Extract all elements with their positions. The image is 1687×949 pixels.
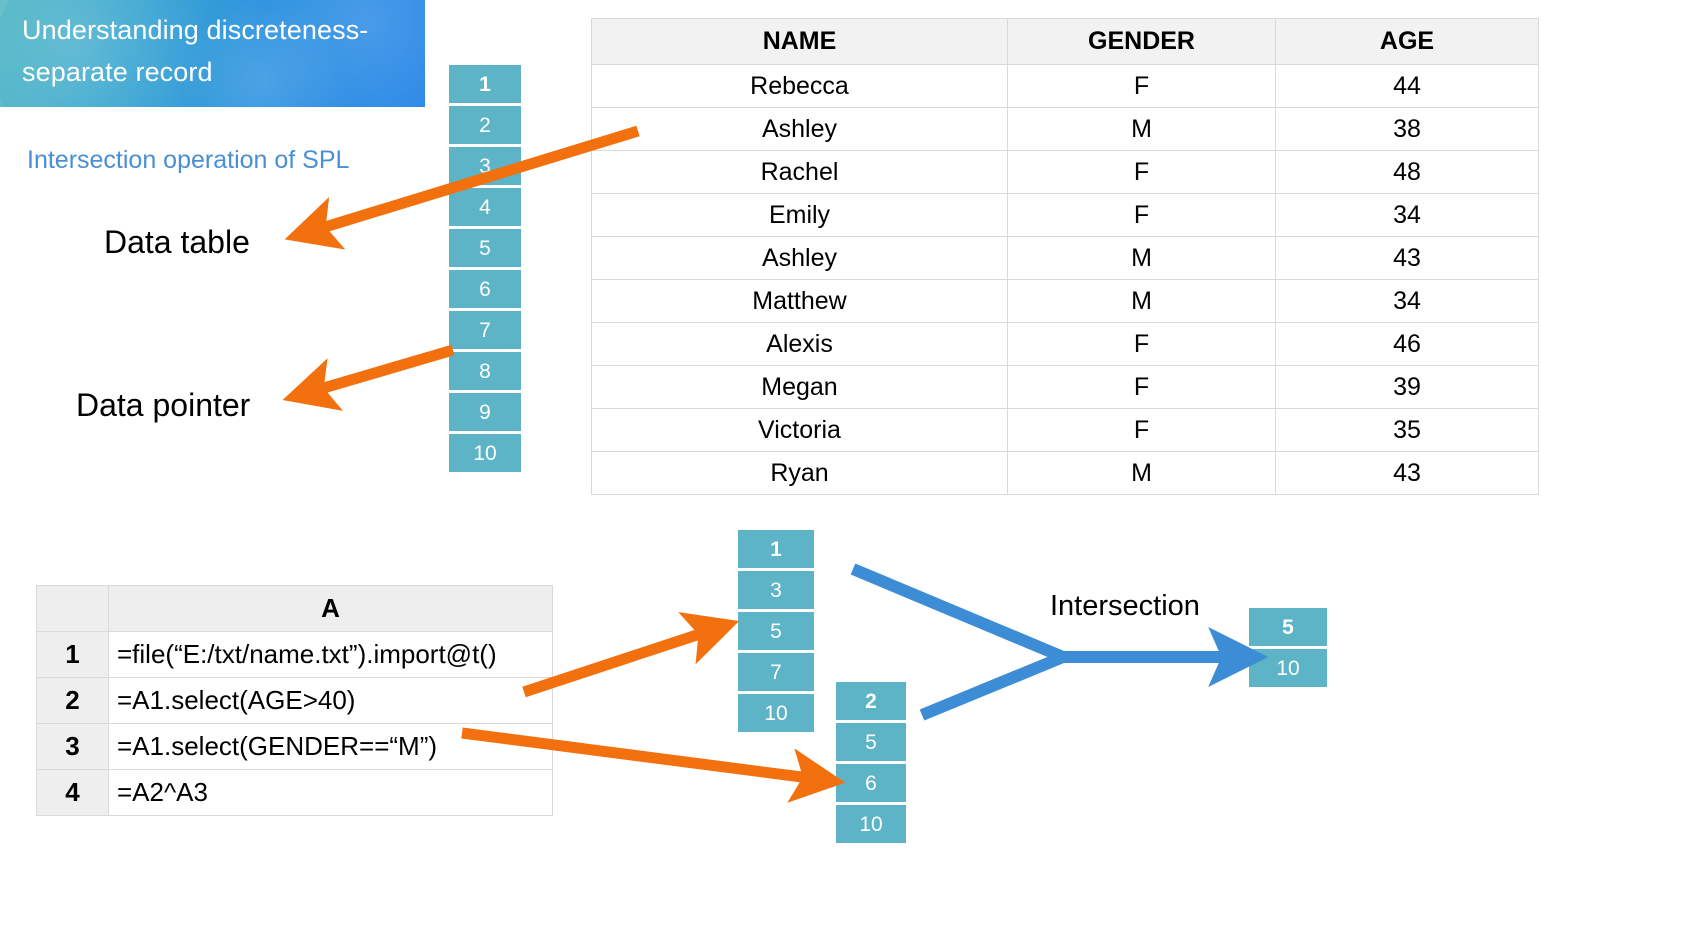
cell-age: 43 xyxy=(1275,236,1539,280)
spl-row-index: 3 xyxy=(36,723,109,770)
cell-gender: F xyxy=(1007,150,1276,194)
cell-name: Megan xyxy=(591,365,1008,409)
cell-name: Ashley xyxy=(591,107,1008,151)
select-age-result-cell: 3 xyxy=(738,571,814,609)
spl-cell-a3[interactable]: =A1.select(GENDER==“M”) xyxy=(108,723,553,770)
label-data-pointer: Data pointer xyxy=(76,387,251,423)
select-gender-result-cell: 2 xyxy=(836,682,906,720)
record-index-cell: 9 xyxy=(449,393,521,431)
cell-gender: M xyxy=(1007,279,1276,323)
arrow-to-data-pointer xyxy=(282,344,455,411)
select-gender-result-cell: 5 xyxy=(836,723,906,761)
select-age-result-cell: 1 xyxy=(738,530,814,568)
cell-name: Emily xyxy=(591,193,1008,237)
select-age-result-cell: 7 xyxy=(738,653,814,691)
cell-gender: F xyxy=(1007,193,1276,237)
record-index-cell: 5 xyxy=(449,229,521,267)
table-header-row: NAME GENDER AGE xyxy=(591,18,1539,65)
select-gender-result-cell: 10 xyxy=(836,805,906,843)
cell-age: 35 xyxy=(1275,408,1539,452)
cell-gender: F xyxy=(1007,322,1276,366)
label-intersection: Intersection xyxy=(1050,590,1200,622)
select-age-result-cell: 10 xyxy=(738,694,814,732)
subtitle: Intersection operation of SPL xyxy=(27,146,350,174)
spl-code-table: A 1=file(“E:/txt/name.txt”).import@t()2=… xyxy=(36,585,553,816)
spl-header-row: A xyxy=(36,585,553,632)
select-age-result-cell: 5 xyxy=(738,612,814,650)
spl-row-index: 4 xyxy=(36,769,109,816)
cell-name: Matthew xyxy=(591,279,1008,323)
cell-gender: M xyxy=(1007,107,1276,151)
record-index-cell: 10 xyxy=(449,434,521,472)
spl-cell-a4[interactable]: =A2^A3 xyxy=(108,769,553,816)
cell-name: Rachel xyxy=(591,150,1008,194)
cell-gender: F xyxy=(1007,64,1276,108)
cell-age: 46 xyxy=(1275,322,1539,366)
spl-row-index: 1 xyxy=(36,631,109,678)
cell-name: Ashley xyxy=(591,236,1008,280)
record-index-cell: 7 xyxy=(449,311,521,349)
intersection-result-cell: 10 xyxy=(1249,649,1327,687)
record-index-cell: 3 xyxy=(449,147,521,185)
cell-name: Victoria xyxy=(591,408,1008,452)
cell-name: Ryan xyxy=(591,451,1008,495)
banner-background-texture xyxy=(0,0,425,107)
column-header-age: AGE xyxy=(1275,18,1539,65)
spl-cell-a2[interactable]: =A1.select(AGE>40) xyxy=(108,677,553,724)
record-index-cell: 1 xyxy=(449,65,521,103)
cell-age: 34 xyxy=(1275,193,1539,237)
cell-age: 34 xyxy=(1275,279,1539,323)
cell-gender: M xyxy=(1007,451,1276,495)
spl-column-header-a: A xyxy=(108,585,553,632)
cell-age: 43 xyxy=(1275,451,1539,495)
spl-row: 3=A1.select(GENDER==“M”) xyxy=(36,723,553,770)
blue-line-from-a2 xyxy=(850,563,1066,663)
record-index-cell: 8 xyxy=(449,352,521,390)
label-data-table: Data table xyxy=(104,224,250,260)
column-header-gender: GENDER xyxy=(1007,18,1276,65)
column-header-name: NAME xyxy=(591,18,1008,65)
cell-gender: M xyxy=(1007,236,1276,280)
record-index-cell: 4 xyxy=(449,188,521,226)
record-index-cell: 2 xyxy=(449,106,521,144)
spl-row-index: 2 xyxy=(36,677,109,724)
spl-cell-a1[interactable]: =file(“E:/txt/name.txt”).import@t() xyxy=(108,631,553,678)
header-banner: Understanding discreteness- separate rec… xyxy=(0,0,425,107)
spl-row: 1=file(“E:/txt/name.txt”).import@t() xyxy=(36,631,553,678)
spl-row: 2=A1.select(AGE>40) xyxy=(36,677,553,724)
page-title: Understanding discreteness- separate rec… xyxy=(22,15,369,87)
record-index-cell: 6 xyxy=(449,270,521,308)
cell-gender: F xyxy=(1007,365,1276,409)
cell-age: 39 xyxy=(1275,365,1539,409)
intersection-result-cell: 5 xyxy=(1249,608,1327,646)
cell-age: 44 xyxy=(1275,64,1539,108)
cell-name: Alexis xyxy=(591,322,1008,366)
spl-row: 4=A2^A3 xyxy=(36,769,553,816)
blue-line-from-a3 xyxy=(919,651,1066,721)
cell-age: 48 xyxy=(1275,150,1539,194)
cell-gender: F xyxy=(1007,408,1276,452)
spl-corner-cell xyxy=(36,585,109,632)
select-gender-result-cell: 6 xyxy=(836,764,906,802)
cell-name: Rebecca xyxy=(591,64,1008,108)
cell-age: 38 xyxy=(1275,107,1539,151)
